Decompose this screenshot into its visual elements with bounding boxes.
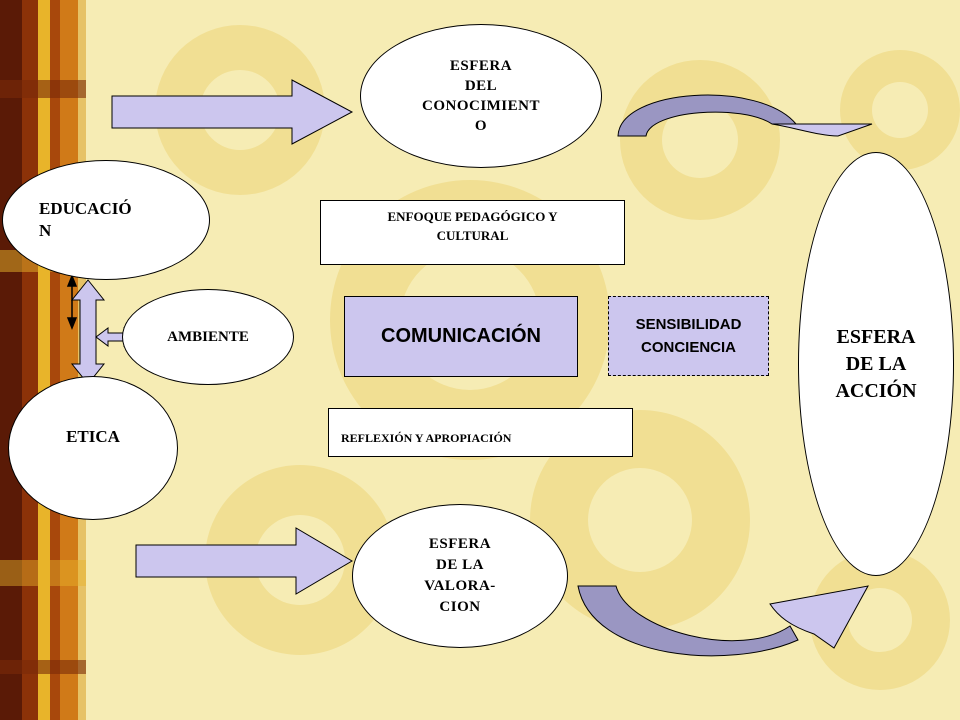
right-block-arrow-icon [135, 527, 353, 595]
curved-arrow-icon [577, 585, 869, 657]
box-sensibilidad-conciencia: SENSIBILIDAD CONCIENCIA [608, 296, 769, 376]
node-label: ESFERA DE LA ACCIÓN [835, 325, 917, 402]
curved-arrow-icon [617, 94, 873, 137]
node-ambiente: AMBIENTE [122, 289, 294, 385]
node-label: ESFERA DEL CONOCIMIENT O [421, 58, 540, 134]
right-block-arrow-icon [111, 79, 354, 145]
node-educacion: EDUCACIÓ N [2, 160, 210, 280]
left-decorative-strip [0, 0, 86, 720]
node-etica: ETICA [8, 376, 178, 520]
node-label: ESFERA DE LA VALORA- CION [424, 536, 496, 615]
node-label: ETICA [66, 427, 120, 446]
box-comunicacion: COMUNICACIÓN [344, 296, 578, 377]
box-label: SENSIBILIDAD CONCIENCIA [635, 316, 742, 356]
node-label: AMBIENTE [167, 328, 249, 345]
box-enfoque-pedagogico: ENFOQUE PEDAGÓGICO Y CULTURAL [320, 200, 625, 265]
box-label: REFLEXIÓN Y APROPIACIÓN [341, 431, 512, 445]
node-esfera-conocimiento: ESFERA DEL CONOCIMIENT O [360, 24, 602, 168]
box-label: COMUNICACIÓN [381, 325, 541, 347]
node-label: EDUCACIÓ N [39, 199, 132, 240]
node-esfera-valoracion: ESFERA DE LA VALORA- CION [352, 504, 568, 648]
thin-up-down-arrow-icon [66, 273, 78, 331]
box-reflexion-apropiacion: REFLEXIÓN Y APROPIACIÓN [328, 408, 633, 457]
box-label: ENFOQUE PEDAGÓGICO Y CULTURAL [387, 209, 558, 243]
node-esfera-accion: ESFERA DE LA ACCIÓN [798, 152, 954, 576]
